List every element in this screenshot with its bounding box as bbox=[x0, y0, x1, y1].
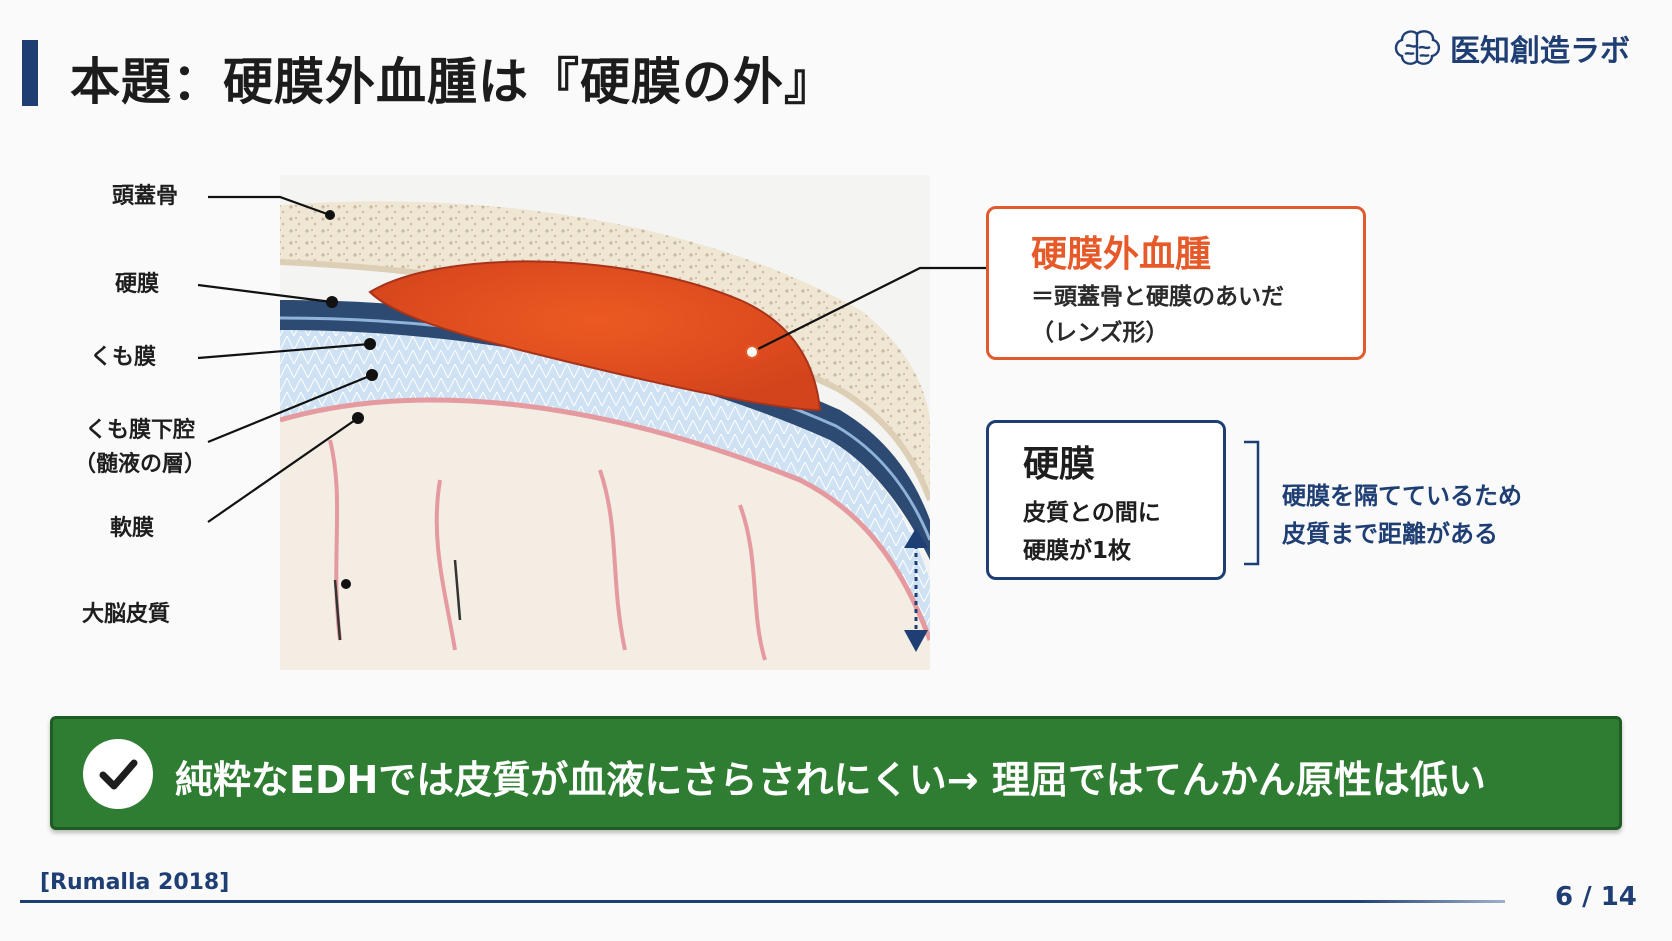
label-cortex: 大脳皮質 bbox=[82, 602, 171, 627]
dura-line1: 皮質との間に bbox=[1023, 500, 1161, 526]
dot-cortex bbox=[341, 579, 351, 589]
bracket bbox=[1244, 440, 1260, 566]
sulcus-1 bbox=[434, 479, 457, 651]
sulcus-dark-2 bbox=[333, 579, 342, 641]
leader-pia bbox=[207, 417, 359, 523]
dot-pia bbox=[352, 412, 364, 424]
hematoma bbox=[368, 260, 822, 412]
distance-arrow bbox=[904, 528, 928, 652]
leader-dura bbox=[197, 283, 333, 304]
check-icon bbox=[99, 759, 138, 790]
page-title: 本題：硬膜外血腫は『硬膜の外』 bbox=[70, 53, 835, 111]
reference: [Rumalla 2018] bbox=[40, 870, 230, 895]
dot-skull bbox=[325, 210, 335, 220]
page-number: 6 / 14 bbox=[1555, 882, 1637, 912]
conclusion-banner: 純粋なEDHでは皮質が血液にさらされにくい→ 理屈ではてんかん原性は低い bbox=[50, 716, 1622, 830]
brain-icon bbox=[1394, 30, 1441, 65]
dura-line2: 硬膜が1枚 bbox=[1023, 538, 1132, 564]
subarachnoid-layer bbox=[280, 330, 930, 640]
pia-line bbox=[280, 397, 930, 641]
dura-callout: 硬膜 皮質との間に 硬膜が1枚 bbox=[986, 420, 1226, 580]
side-note-line2: 皮質まで距離がある bbox=[1282, 520, 1498, 548]
logo-text: 医知創造ラボ bbox=[1450, 34, 1630, 69]
label-subarachnoid-line2: （髄液の層） bbox=[74, 452, 207, 477]
skull-bone bbox=[280, 201, 930, 500]
edh-line2: （レンズ形） bbox=[1031, 320, 1169, 346]
label-dura: 硬膜 bbox=[115, 272, 160, 297]
dot-edh bbox=[745, 345, 759, 359]
leader-skull bbox=[208, 195, 331, 217]
leader-subarachnoid bbox=[207, 373, 373, 444]
edh-line1: ＝頭蓋骨と硬膜のあいだ bbox=[1031, 284, 1284, 310]
footer-divider bbox=[20, 900, 1505, 903]
label-subarachnoid: くも膜下腔 （髄液の層） bbox=[74, 414, 206, 482]
dot-arachnoid bbox=[364, 338, 376, 350]
edh-callout: 硬膜外血腫 ＝頭蓋骨と硬膜のあいだ （レンズ形） bbox=[986, 206, 1366, 360]
label-skull: 頭蓋骨 bbox=[112, 184, 179, 209]
logo: 医知創造ラボ bbox=[1392, 26, 1630, 70]
dura-title: 硬膜 bbox=[1023, 444, 1096, 485]
title-accent-bar bbox=[22, 40, 38, 106]
sulcus-2 bbox=[598, 469, 627, 651]
label-arachnoid: くも膜 bbox=[90, 345, 157, 370]
dot-subarachnoid bbox=[366, 369, 378, 381]
sulcus-3 bbox=[738, 504, 767, 661]
sulcus-dark-1 bbox=[453, 559, 462, 621]
label-subarachnoid-line1: くも膜下腔 bbox=[85, 418, 196, 443]
leader-edh bbox=[751, 266, 986, 353]
side-note-line1: 硬膜を隔てているため bbox=[1282, 482, 1522, 510]
banner-text: 純粋なEDHでは皮質が血液にさらされにくい→ 理屈ではてんかん原性は低い bbox=[175, 758, 1486, 802]
leader-arachnoid bbox=[197, 342, 371, 360]
label-pia: 軟膜 bbox=[110, 516, 155, 541]
dot-dura bbox=[326, 296, 338, 308]
check-circle bbox=[83, 739, 153, 809]
edh-title: 硬膜外血腫 bbox=[1031, 234, 1212, 275]
